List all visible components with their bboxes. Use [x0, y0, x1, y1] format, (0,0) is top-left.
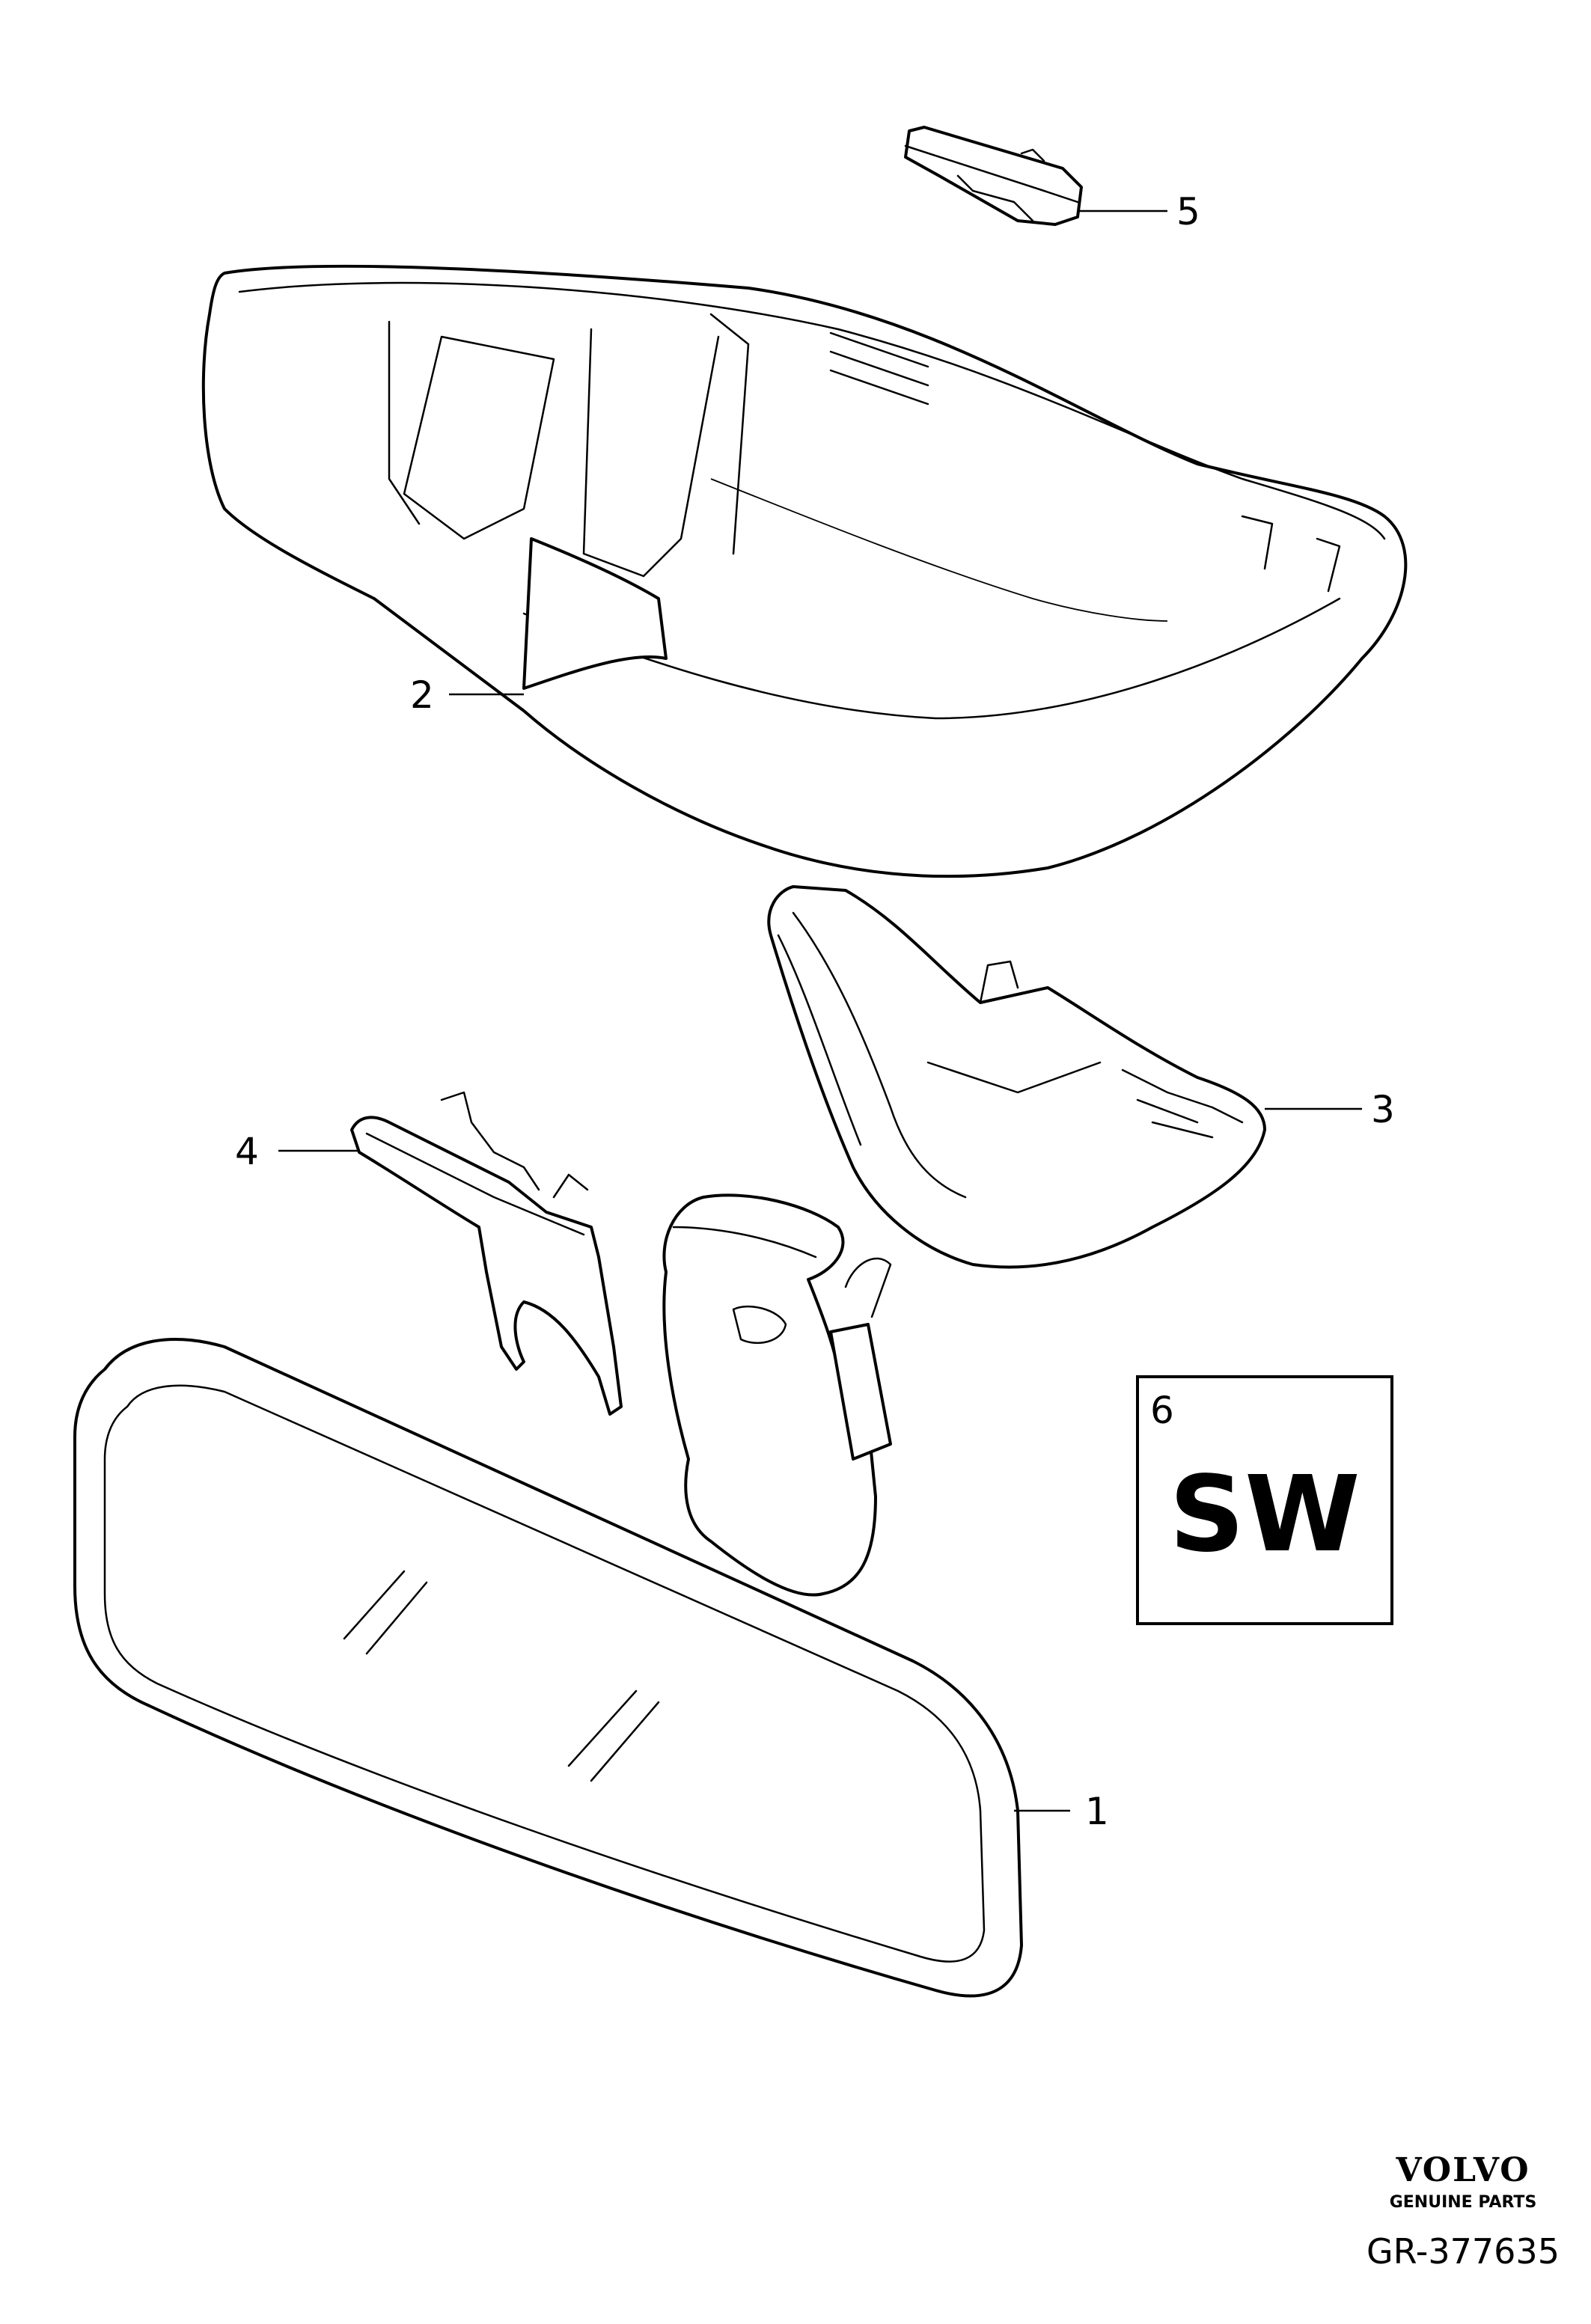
- part-3-lower-cover: [767, 885, 1266, 1269]
- callout-3: 3: [1371, 1088, 1395, 1131]
- brand-logo: VOLVO: [1395, 2151, 1530, 2189]
- part-4-bracket: [350, 1091, 623, 1416]
- callout-5: 5: [1176, 190, 1200, 233]
- sw-box-number: 6: [1150, 1389, 1174, 1432]
- part-2-upper-cover: [201, 264, 1408, 878]
- callout-2: 2: [410, 673, 434, 717]
- part-5-sensor-clip: [904, 126, 1083, 226]
- brand-tagline: GENUINE PARTS: [1390, 2193, 1537, 2212]
- callout-4: 4: [235, 1130, 259, 1173]
- sw-box-label: SW: [1169, 1454, 1360, 1576]
- callout-1: 1: [1085, 1790, 1109, 1833]
- part-6-software-box: 6 SW: [1136, 1375, 1393, 1625]
- brand-block: VOLVO GENUINE PARTS GR-377635: [1366, 2151, 1560, 2272]
- diagram-reference: GR-377635: [1366, 2231, 1560, 2272]
- part-1-mirror: [73, 1193, 1023, 1998]
